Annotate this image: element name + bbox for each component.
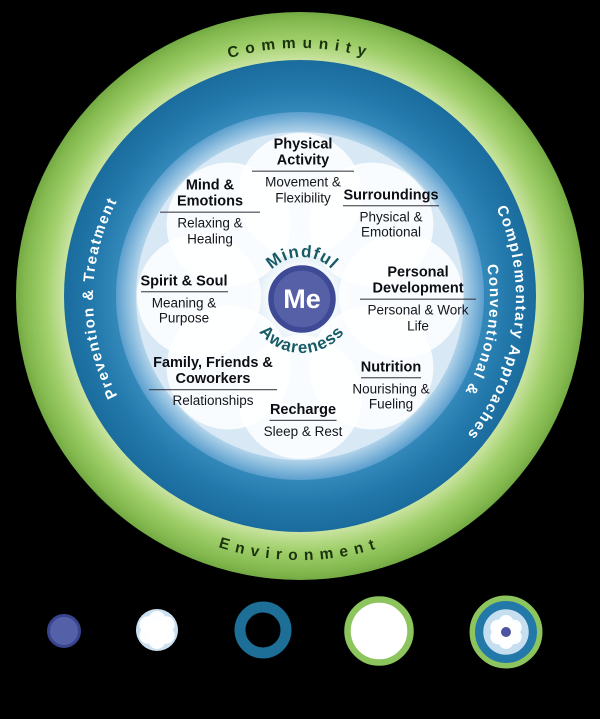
petal-subtitle: Personal & Work Life (367, 303, 469, 334)
petal-title: Surroundings (343, 187, 439, 207)
petal-label-mind-emotions: Mind & Emotions Relaxing & Healing (160, 178, 260, 247)
petal-label-surroundings: Surroundings Physical & Emotional (335, 186, 447, 240)
self-care-petals-icon (136, 609, 178, 651)
petal-title: Personal Development (360, 265, 476, 301)
whole-circle-of-health-icon (469, 595, 543, 669)
petal-subtitle: Movement & Flexibility (265, 175, 341, 206)
petal-label-spirit-soul: Spirit & Soul Meaning & Purpose (129, 272, 239, 326)
petal-subtitle: Relaxing & Healing (177, 216, 243, 247)
treatment-ring-icon (234, 601, 292, 659)
petal-label-physical-activity: Physical Activity Movement & Flexibility (252, 137, 354, 206)
petal-label-personal-development: Personal Development Personal & Work Lif… (360, 265, 476, 334)
petal-label-recharge: Recharge Sleep & Rest (241, 401, 366, 439)
petal-label-nutrition: Nutrition Nourishing & Fueling (335, 358, 447, 411)
me-label: Me (283, 284, 321, 314)
petal-subtitle: Meaning & Purpose (151, 295, 217, 326)
community-environment-ring-icon (344, 596, 414, 666)
legend-row (47, 595, 543, 669)
petal-title: Mind & Emotions (160, 178, 260, 214)
me-circle-icon (47, 614, 81, 648)
petal-mind-emotions (166, 162, 291, 287)
petal-label-family-friends-coworkers: Family, Friends & Coworkers Relationship… (149, 355, 277, 409)
petal-title: Spirit & Soul (140, 273, 228, 293)
petal-subtitle: Relationships (172, 393, 254, 409)
petal-subtitle: Physical & Emotional (359, 209, 423, 240)
petal-title: Recharge (269, 402, 337, 422)
me-circle (268, 265, 336, 333)
petal-title: Family, Friends & Coworkers (149, 355, 277, 391)
petal-title: Nutrition (360, 359, 422, 379)
petal-subtitle: Nourishing & Fueling (352, 381, 430, 412)
petal-subtitle: Sleep & Rest (263, 424, 343, 440)
self-care-petals (137, 133, 463, 459)
petal-title: Physical Activity (252, 137, 354, 173)
